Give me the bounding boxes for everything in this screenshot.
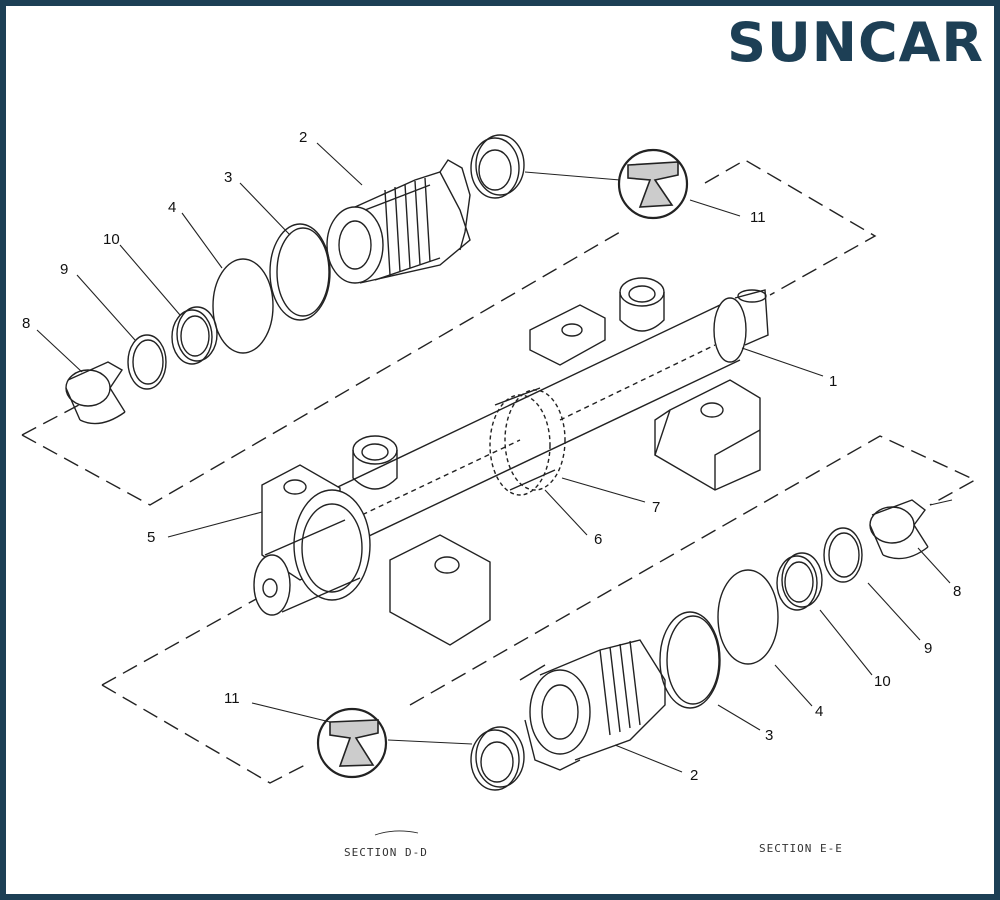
callout-bottom-10: 10 (874, 673, 891, 690)
callout-top-8: 8 (22, 315, 30, 332)
callout-top-10: 10 (103, 231, 120, 248)
callout-bottom-9: 9 (924, 640, 932, 657)
leader-lines (36, 142, 953, 836)
callout-bottom-3: 3 (765, 727, 773, 744)
bottom-ring-part-10 (776, 552, 823, 611)
top-ring-part-10 (171, 306, 218, 365)
callout-bottom-8: 8 (953, 583, 961, 600)
callout-top-11: 11 (750, 209, 766, 226)
callout-bottom-4: 4 (815, 703, 823, 720)
bottom-gland-part-2 (519, 639, 666, 771)
top-seal-part-11 (470, 134, 525, 199)
top-seal-detail (617, 148, 689, 220)
callout-5: 5 (147, 529, 155, 546)
callout-6: 6 (594, 531, 602, 548)
callout-top-4: 4 (168, 199, 176, 216)
cylinder-body (253, 277, 769, 646)
callout-7: 7 (652, 499, 660, 516)
callout-top-2: 2 (299, 129, 307, 146)
callout-top-9: 9 (60, 261, 68, 278)
bottom-ring-part-9 (823, 527, 863, 583)
top-ring-part-9 (127, 334, 167, 390)
callout-top-3: 3 (224, 169, 232, 186)
top-ring-part-4 (212, 258, 274, 354)
callout-1: 1 (829, 373, 837, 390)
bottom-seal-part-11 (470, 726, 525, 791)
bottom-dash-path-left (101, 684, 306, 784)
bottom-seal-detail (316, 707, 388, 779)
bottom-bushing-part-8 (869, 499, 929, 560)
section-d-d-label: SECTION D-D (344, 846, 428, 859)
top-ring-part-3 (269, 223, 331, 321)
top-dash-path-right (704, 159, 877, 296)
top-dash-path-lower (21, 231, 621, 506)
top-gland-part-2 (326, 159, 471, 284)
top-bushing-part-8 (65, 361, 126, 425)
bottom-ring-part-3 (659, 611, 721, 709)
callout-bottom-11: 11 (224, 690, 240, 707)
bottom-ring-part-4 (717, 569, 779, 665)
suncar-logo: SUNCAR (727, 11, 984, 74)
callout-bottom-2: 2 (690, 767, 698, 784)
section-e-e-label: SECTION E-E (759, 842, 843, 855)
bottom-dash-path-right (409, 435, 977, 706)
